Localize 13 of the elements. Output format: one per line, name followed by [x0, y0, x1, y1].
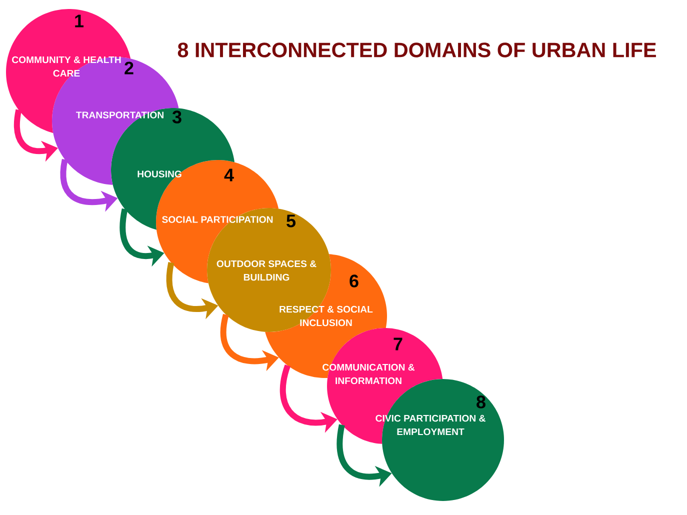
domain-label: RESPECT & SOCIAL INCLUSION: [280, 306, 373, 326]
step-number: 3: [172, 110, 182, 124]
title: 8 INTERCONNECTED DOMAINS OF URBAN LIFE: [178, 42, 656, 58]
step-number: 4: [224, 168, 234, 182]
step-number: 5: [286, 214, 296, 228]
domain-label: SOCIAL PARTICIPATION: [162, 216, 273, 223]
domain-label: COMMUNICATION & INFORMATION: [322, 364, 414, 384]
step-number: 7: [394, 338, 402, 350]
domain-label: OUTDOOR SPACES & BUILDING: [216, 260, 316, 281]
step-number: 2: [124, 62, 134, 74]
step-number: 8: [476, 396, 486, 408]
step-number: 6: [350, 274, 358, 288]
step-number: 1: [75, 14, 84, 28]
